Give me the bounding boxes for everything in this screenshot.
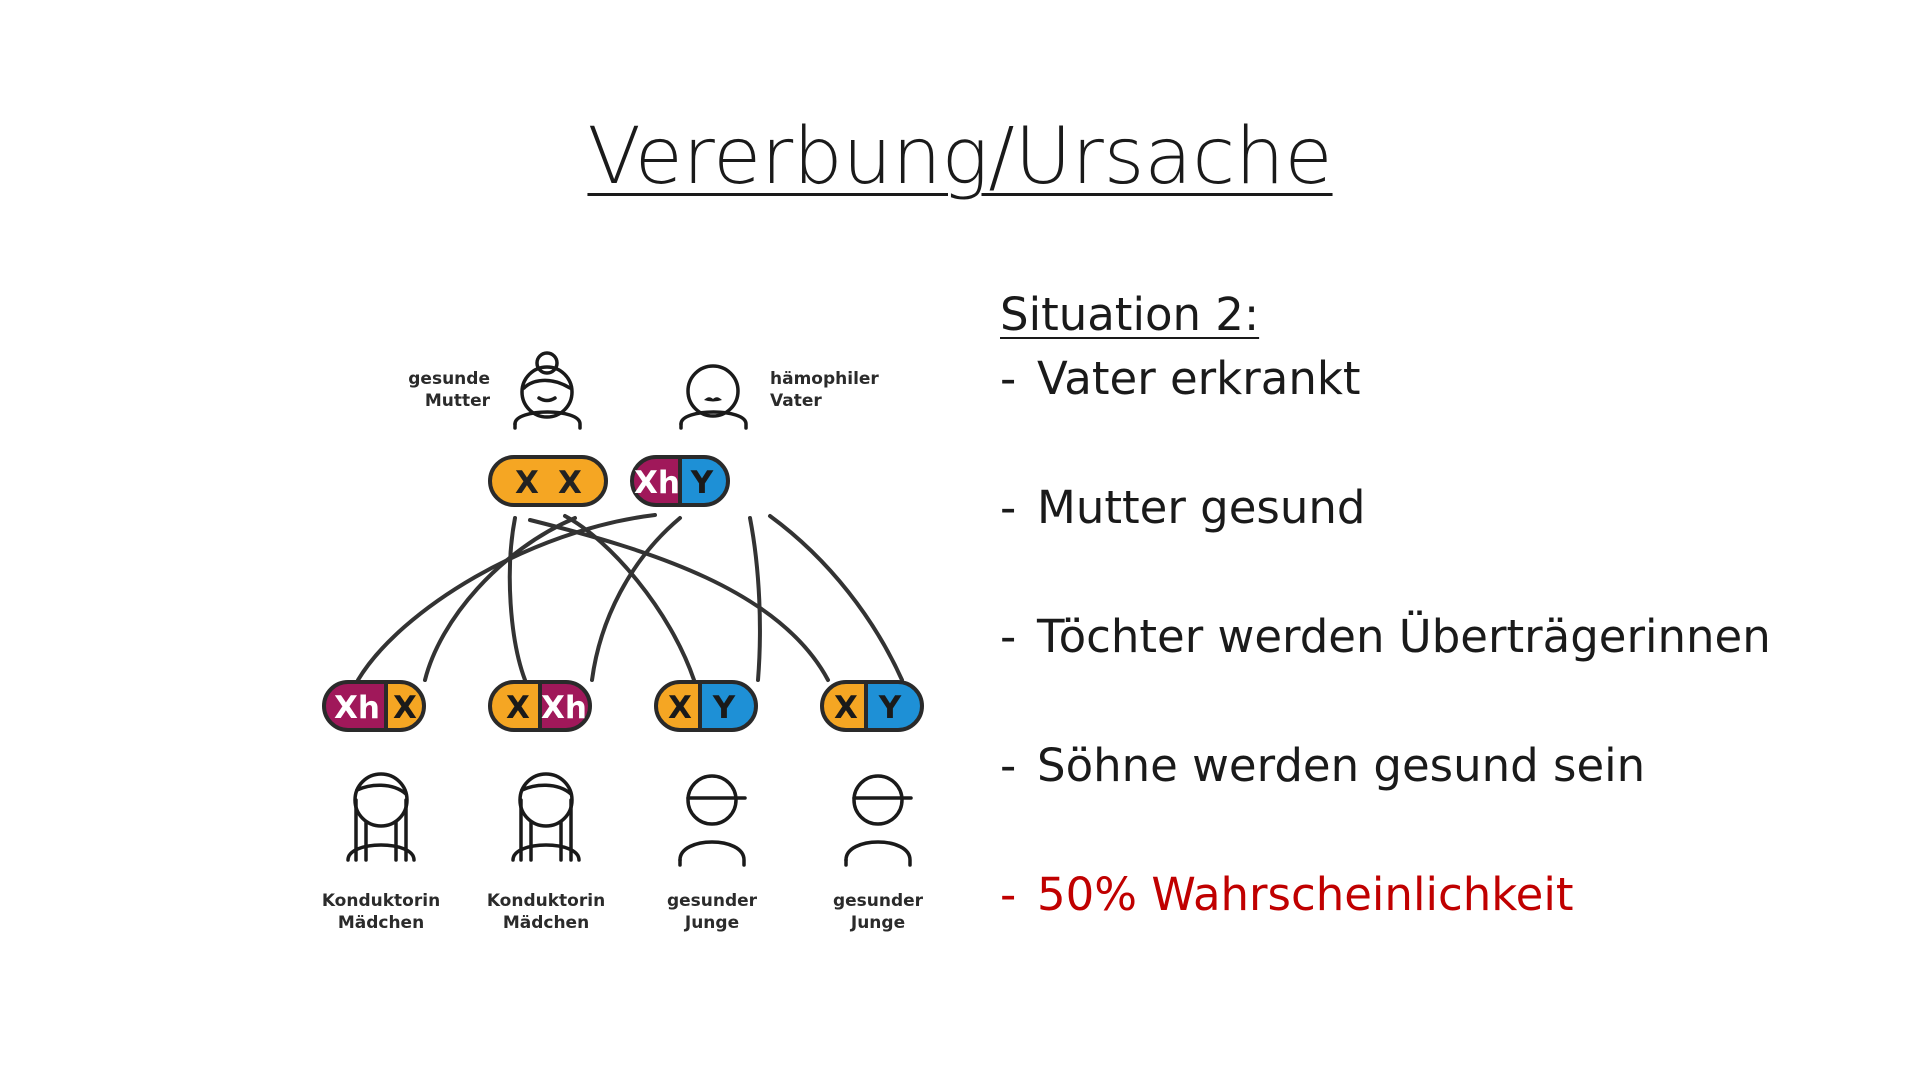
chromosome-xh: Xh: [541, 690, 587, 726]
child1-chromosomes: Xh X: [322, 680, 426, 732]
chromosome-x: X: [393, 690, 417, 726]
mother-icon: [513, 351, 582, 430]
inheritance-svg: X X Xh Y Xh X X Xh: [322, 351, 924, 867]
chromosome-x: X: [558, 465, 582, 501]
line-mother-to-child2: [507, 516, 527, 682]
inheritance-diagram: X X Xh Y Xh X X Xh: [300, 300, 960, 960]
chromosome-x: X: [668, 690, 692, 726]
situation-heading: Situation 2:: [1000, 288, 1260, 341]
bullet-item: -Töchter werden Überträgerinnen: [1000, 610, 1771, 663]
chromosome-x: X: [515, 465, 539, 501]
child2-chromosomes: X Xh: [488, 680, 592, 732]
child3-chromosomes: X Y: [654, 680, 758, 732]
bullet-item: -Vater erkrankt: [1000, 352, 1361, 405]
chromosome-x: X: [506, 690, 530, 726]
line-father-to-child4: [768, 514, 904, 682]
chromosome-y: Y: [878, 690, 902, 726]
line-mother-to-child1: [423, 516, 577, 682]
line-mother-to-child3: [563, 514, 696, 682]
chromosome-xh: Xh: [334, 690, 380, 726]
girl-icon: [346, 772, 416, 862]
line-father-to-child3: [748, 516, 762, 682]
line-mother-to-child4: [528, 518, 830, 682]
child-label: Konduktorin Mädchen: [321, 891, 441, 933]
father-label: hämophiler Vater: [770, 369, 879, 411]
line-father-to-child2: [590, 516, 682, 682]
chromosome-xh: Xh: [634, 465, 680, 501]
child-label: Konduktorin Mädchen: [486, 891, 606, 933]
inheritance-lines: [356, 513, 904, 682]
chromosome-y: Y: [690, 465, 714, 501]
child-label: gesunder Junge: [666, 891, 758, 933]
father-icon: [679, 364, 748, 430]
girl-icon: [511, 772, 581, 862]
child4-chromosomes: X Y: [820, 680, 924, 732]
mother-label: gesunde Mutter: [408, 369, 490, 411]
mother-chromosomes: X X: [488, 455, 608, 507]
child-label: gesunder Junge: [832, 891, 924, 933]
slide-title: Vererbung/Ursache: [587, 112, 1333, 202]
mustache-icon: [704, 397, 722, 402]
line-father-to-child1: [356, 513, 657, 682]
bullet-item: -Mutter gesund: [1000, 481, 1366, 534]
father-chromosomes: Xh Y: [630, 455, 730, 507]
chromosome-x: X: [834, 690, 858, 726]
bullet-item: -Söhne werden gesund sein: [1000, 739, 1646, 792]
chromosome-y: Y: [712, 690, 736, 726]
boy-icon: [678, 774, 747, 867]
boy-icon: [844, 774, 913, 867]
bullet-item-highlight: -50% Wahrscheinlichkeit: [1000, 868, 1574, 921]
